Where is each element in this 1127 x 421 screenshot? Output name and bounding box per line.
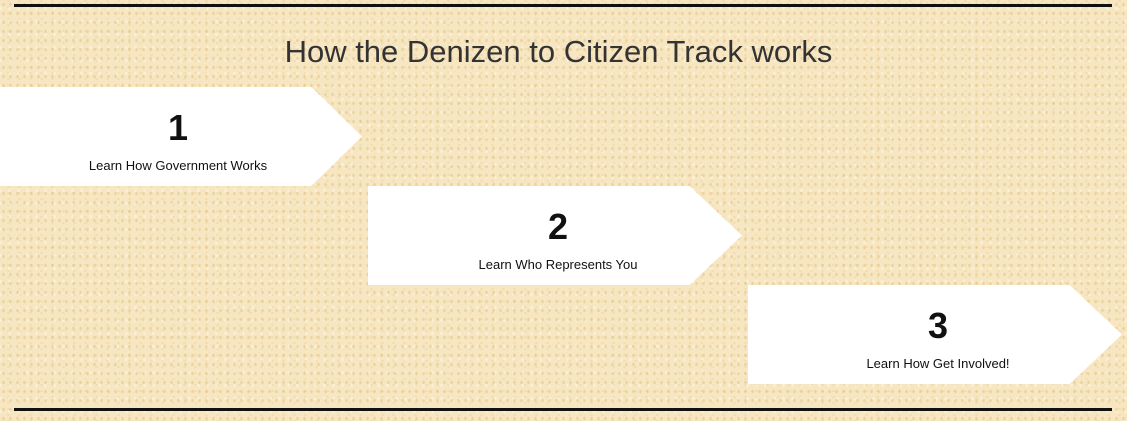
page-title: How the Denizen to Citizen Track works — [284, 34, 833, 69]
step-label: Learn How Government Works — [88, 158, 268, 173]
step-label: Learn Who Represents You — [478, 257, 638, 272]
step-label: Learn How Get Involved! — [866, 356, 1010, 371]
step-1-card[interactable]: 1 Learn How Government Works — [0, 87, 362, 186]
step-2-card[interactable]: 2 Learn Who Represents You — [368, 186, 742, 285]
bottom-divider — [14, 408, 1112, 411]
step-number: 3 — [927, 305, 949, 346]
step-number: 1 — [167, 107, 189, 148]
top-divider — [14, 4, 1112, 7]
step-number: 2 — [547, 206, 569, 247]
step-3-card[interactable]: 3 Learn How Get Involved! — [748, 285, 1122, 384]
